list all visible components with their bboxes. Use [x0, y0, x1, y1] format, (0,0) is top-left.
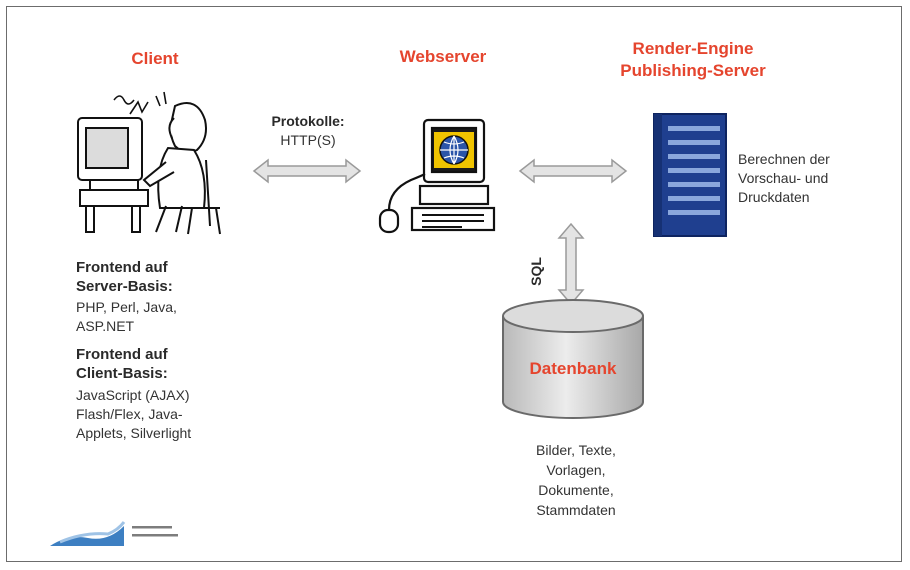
frontend-client-technologies: JavaScript (AJAX) Flash/Flex, Java- Appl… [76, 386, 191, 443]
frontend-server-line2: ASP.NET [76, 318, 135, 334]
frontend-server-line1: PHP, Perl, Java, [76, 299, 177, 315]
webserver-computer-icon [378, 118, 496, 234]
frontend-client-heading-line1: Frontend auf [76, 346, 168, 363]
database-description: Bilder, Texte, Vorlagen, Dokumente, Stam… [506, 440, 646, 520]
sql-label: SQL [527, 257, 544, 286]
client-webserver-arrow [252, 158, 362, 184]
database-cylinder [502, 299, 644, 419]
protocol-label: Protokolle: HTTP(S) [248, 112, 368, 150]
frontend-client-line2: Flash/Flex, Java- [76, 406, 183, 422]
publisher-logo [50, 521, 178, 546]
render-engine-title-line2: Publishing-Server [620, 61, 766, 80]
frontend-server-heading-line2: Server-Basis: [76, 278, 173, 295]
client-user-illustration [77, 91, 221, 235]
webserver-database-arrow [557, 222, 585, 306]
protocol-label-value: HTTP(S) [280, 132, 336, 148]
webserver-render-arrow [518, 158, 628, 184]
database-label: Datenbank [529, 359, 617, 378]
client-heading: Client [131, 49, 179, 68]
frontend-server-heading-line1: Frontend auf [76, 259, 168, 276]
render-engine-title-line1: Render-Engine [632, 39, 754, 58]
frontend-client-heading: Frontend auf Client-Basis: [76, 345, 168, 383]
database-description-line1: Bilder, Texte, [536, 442, 616, 458]
render-description-line1: Berechnen der [738, 151, 830, 167]
frontend-client-heading-line2: Client-Basis: [76, 365, 168, 382]
frontend-client-line3: Applets, Silverlight [76, 425, 192, 441]
webserver-heading: Webserver [399, 47, 487, 66]
render-description-line2: Vorschau- und [738, 170, 829, 186]
database-description-line2: Vorlagen, [546, 462, 606, 478]
frontend-client-line1: JavaScript (AJAX) [76, 387, 190, 403]
database-description-line4: Stammdaten [536, 502, 616, 518]
render-description-line3: Druckdaten [738, 189, 810, 205]
render-engine-description: Berechnen der Vorschau- und Druckdaten [738, 150, 830, 207]
database-description-line3: Dokumente, [538, 482, 614, 498]
frontend-server-heading: Frontend auf Server-Basis: [76, 258, 173, 296]
frontend-server-technologies: PHP, Perl, Java, ASP.NET [76, 298, 177, 336]
protocol-label-heading: Protokolle: [271, 113, 345, 129]
render-engine-heading: Render-Engine Publishing-Server [578, 38, 808, 82]
render-server-icon [653, 113, 727, 237]
diagram-frame [6, 6, 902, 562]
